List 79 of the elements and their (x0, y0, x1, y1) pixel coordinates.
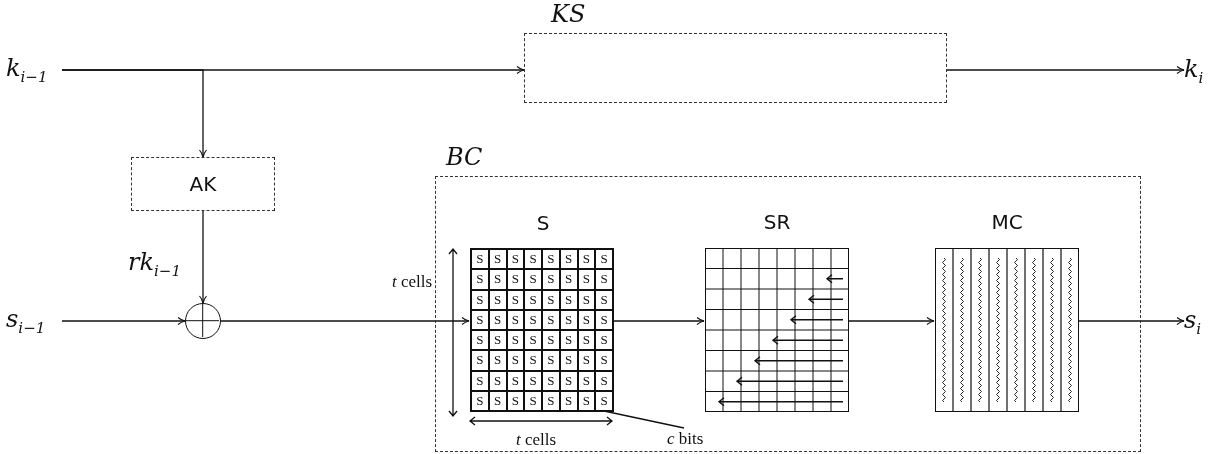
grid-cell: S (506, 289, 525, 310)
grid-cell: S (471, 390, 489, 411)
math-label: k$_{i}$ (1184, 55, 1204, 87)
grid-cell: S (488, 289, 507, 310)
grid-cell: S (542, 390, 560, 411)
grid-cell: S (577, 370, 596, 391)
grid-cell: S (577, 330, 596, 351)
grid-cell: S (542, 249, 560, 270)
grid-cell: S (506, 350, 525, 371)
box-label: AK (189, 172, 217, 196)
grid-cell: S (524, 370, 542, 391)
grid-cell: S (524, 350, 542, 371)
grid-cell: S (542, 289, 560, 310)
grid-cell: S (471, 330, 489, 351)
grid-cell: S (577, 309, 596, 330)
grid-cell: S (471, 249, 489, 270)
grid-cell: S (488, 269, 507, 290)
step-heading: SR (763, 210, 791, 234)
bit-size-label: c bits (667, 429, 704, 449)
grid-cell: S (524, 269, 542, 290)
grid-cell: S (559, 249, 578, 270)
step-heading: S (536, 211, 550, 235)
grid-cell: S (542, 330, 560, 351)
math-label: s$_{i−1}$ (6, 305, 46, 337)
grid-cell: S (471, 289, 489, 310)
grid-cell: S (542, 269, 560, 290)
dimension-label: t cells (516, 430, 557, 450)
grid-cell: S (524, 289, 542, 310)
grid-cell: S (595, 370, 613, 391)
grid-cell: S (559, 269, 578, 290)
grid-cell: S (524, 309, 542, 330)
grid-cell: S (595, 249, 613, 270)
grid-cell: S (488, 350, 507, 371)
group-heading: KS (551, 0, 586, 28)
grid-cell: S (471, 269, 489, 290)
grid-cell: S (595, 269, 613, 290)
group-heading: BC (446, 143, 483, 171)
grid-cell: S (559, 350, 578, 371)
grid-cell: S (488, 390, 507, 411)
grid-cell: S (506, 330, 525, 351)
grid-cell: S (559, 370, 578, 391)
grid-cell: S (488, 370, 507, 391)
xor-circle (185, 303, 221, 339)
grid-cell: S (506, 309, 525, 330)
grid-cell: S (471, 309, 489, 330)
grid-cell: S (488, 309, 507, 330)
grid-cell: S (488, 249, 507, 270)
grid-cell: S (577, 390, 596, 411)
grid-cell: S (559, 390, 578, 411)
grid-cell: S (577, 289, 596, 310)
grid-cell: S (524, 390, 542, 411)
process-box (131, 157, 275, 211)
grid-cell: S (595, 390, 613, 411)
grid-cell: S (595, 289, 613, 310)
grid-cell: S (559, 289, 578, 310)
grid-cell: S (595, 350, 613, 371)
grid-cell: S (542, 370, 560, 391)
grid-cell: S (506, 370, 525, 391)
grid-cell: S (506, 390, 525, 411)
grid-cell: S (542, 309, 560, 330)
grid-cell: S (524, 249, 542, 270)
grid-cell: S (542, 350, 560, 371)
grid-cell: S (595, 330, 613, 351)
math-label: k$_{i−1}$ (6, 54, 48, 86)
math-label: s$_{i}$ (1184, 306, 1202, 338)
grid-cell: S (559, 330, 578, 351)
grid-cell: S (506, 269, 525, 290)
grid-cell: S (577, 350, 596, 371)
step-heading: MC (991, 210, 1023, 234)
grid-cell: S (524, 330, 542, 351)
grid-cell: S (506, 249, 525, 270)
grid-cell: S (471, 370, 489, 391)
grid-cell: S (471, 350, 489, 371)
dimension-label: t cells (392, 272, 433, 292)
grid-cell: S (595, 309, 613, 330)
grid-cell: S (488, 330, 507, 351)
grid-cell: S (577, 269, 596, 290)
grid-cell: S (577, 249, 596, 270)
grid-cell: S (559, 309, 578, 330)
